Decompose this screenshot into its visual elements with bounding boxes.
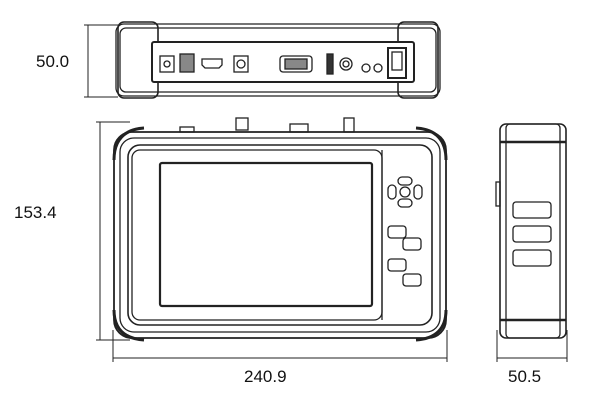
button-2: [402, 237, 422, 251]
screen: [158, 161, 374, 308]
power-switch: [387, 47, 407, 79]
dimension-line-50-0: [84, 24, 118, 98]
dimension-line-240-9: [112, 330, 448, 362]
led-2: [373, 63, 383, 73]
dimension-label-width: 240.9: [244, 367, 287, 386]
vga-port: [279, 55, 313, 73]
button-3: [387, 258, 407, 272]
dimension-label-depth: 50.5: [508, 367, 542, 386]
dc-power-port: [159, 55, 175, 73]
top-view: [115, 21, 441, 99]
bnc-top: [235, 117, 249, 131]
button-4: [402, 273, 422, 287]
front-view: [112, 117, 448, 342]
dimension-label-height-front: 153.4: [14, 203, 57, 222]
dimension-line-50-5: [496, 330, 568, 362]
button-1: [387, 225, 407, 239]
hdmi-port: [201, 58, 223, 69]
bnc-port-2: [339, 57, 353, 71]
bnc-port: [233, 55, 249, 73]
d-pad: [387, 176, 423, 208]
led-1: [361, 63, 371, 73]
switch: [326, 53, 334, 75]
dimension-label-height-top: 50.0: [36, 52, 70, 71]
side-view: [495, 123, 567, 339]
terminal-port: [179, 53, 195, 73]
